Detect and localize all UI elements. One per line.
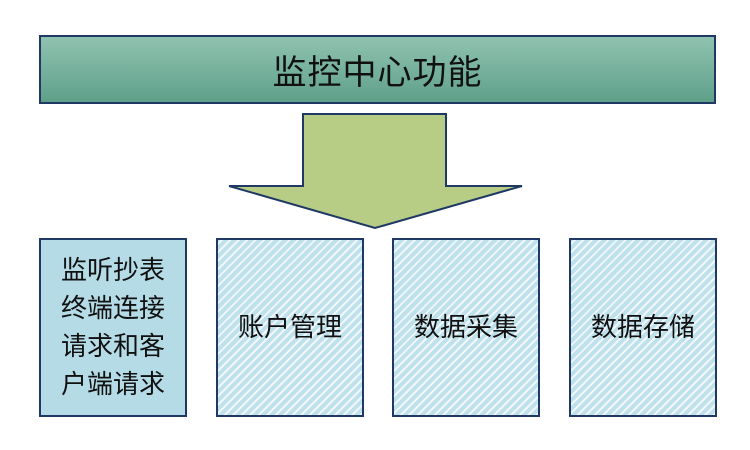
down-arrow-shape (228, 113, 523, 230)
header-title: 监控中心功能 (272, 53, 483, 93)
module-data-storage: 数据存储 (569, 238, 717, 417)
module-account-management: 账户管理 (216, 238, 364, 417)
module-label: 账户管理 (237, 312, 342, 343)
module-listen-requests: 监听抄表终端连接请求和客户端请求 (39, 238, 187, 417)
module-label: 数据存储 (590, 312, 695, 343)
module-label: 监听抄表终端连接请求和客户端请求 (60, 255, 165, 400)
header-box: 监控中心功能 (39, 35, 716, 104)
module-data-collection: 数据采集 (392, 238, 540, 417)
module-label: 数据采集 (413, 312, 518, 343)
